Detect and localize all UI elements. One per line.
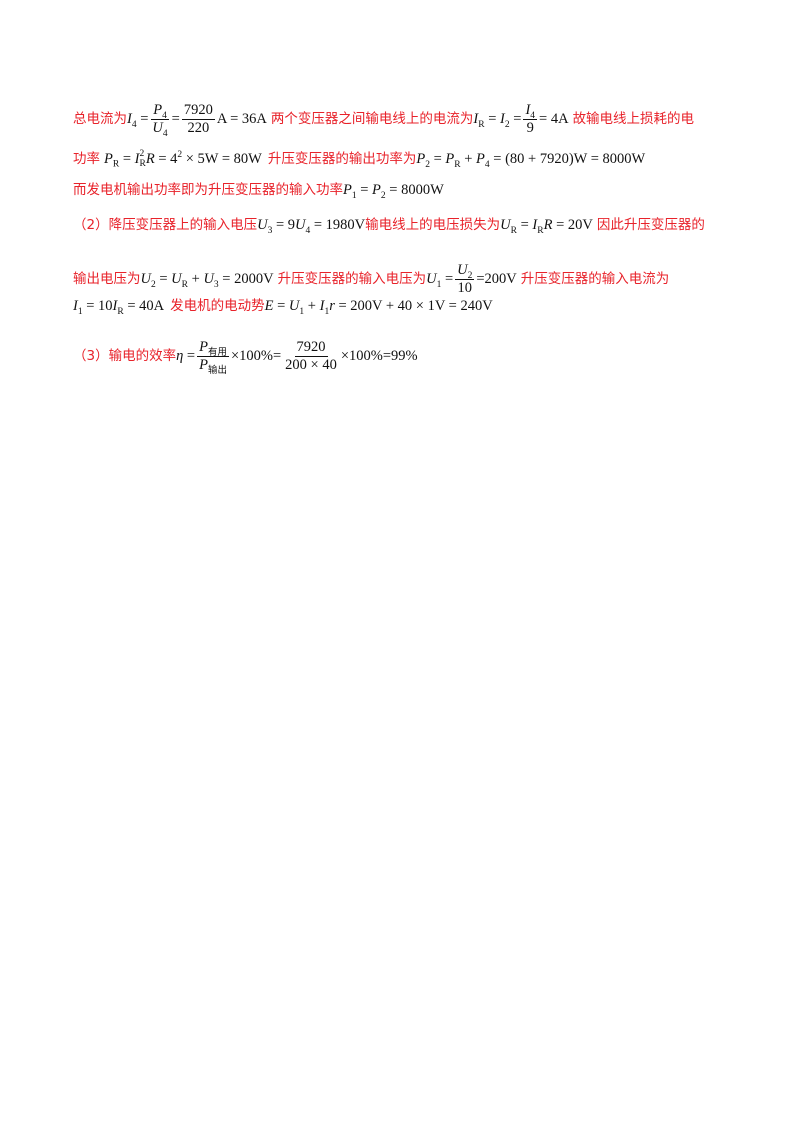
text-generator-output: 而发电机输出功率即为升压变压器的输入功率 [73, 181, 343, 198]
formula-p2: P2 = PR + P4 = (80 + 7920)W = 8000W [416, 151, 646, 171]
fraction-7920-over-200x40: 7920 200 × 40 [285, 339, 337, 374]
formula-u1: U1 = [426, 271, 454, 291]
formula-4a: = 4A [539, 111, 569, 128]
solution-line-6: I1 = 10IR = 40A 发电机的电动势 E = U1 + I1r = 2… [73, 297, 733, 317]
formula-p1: P1 = P2 = 8000W [343, 182, 444, 201]
text-line-current: 两个变压器之间输电线上的电流为 [270, 110, 474, 127]
solution-line-5: 输出电压为 U2 = UR + U3 = 2000V 升压变压器的输入电压为 U… [73, 262, 733, 297]
text-emf: 发电机的电动势 [170, 297, 265, 314]
solution-line-1: 总电流为 I4 = P4 U4 = 7920 220 A = 36A 两个变压器… [73, 102, 695, 140]
solution-line-3: 而发电机输出功率即为升压变压器的输入功率 P1 = P2 = 8000W [73, 181, 733, 201]
formula-ir-i2: IR = I2 = [473, 111, 522, 131]
solution-line-4: （2）降压变压器上的输入电压 U3 = 9U4 = 1980V 输电线上的电压损… [73, 216, 733, 236]
text-step-up-input-voltage: 升压变压器的输入电压为 [277, 270, 427, 287]
text-total-current: 总电流为 [73, 110, 127, 127]
fraction-useful-over-output: P有用 P输出 [197, 339, 229, 377]
formula-eta: η = [176, 348, 196, 365]
formula-36a: A = 36A [216, 111, 267, 128]
formula-200v: =200V [476, 271, 517, 288]
text-power: 功率 [73, 150, 100, 167]
text-power-loss: 故输电线上损耗的电 [572, 110, 695, 127]
text-voltage-loss: 输电线上的电压损失为 [365, 216, 501, 233]
text-step-up-output-power: 升压变压器的输出功率为 [267, 150, 417, 167]
fraction-p4-over-u4: P4 U4 [151, 102, 169, 140]
solution-line-7: （3）输电的效率 η = P有用 P输出 ×100%= 7920 200 × 4… [73, 339, 418, 377]
fraction-u2-over-10: U2 10 [455, 262, 475, 297]
formula-emf: E = U1 + I1r = 200V + 40 × 1V = 240V [264, 298, 493, 317]
text-therefore-step-up: 因此升压变压器的 [596, 216, 705, 233]
text-part-2-input-voltage: （2）降压变压器上的输入电压 [73, 216, 258, 233]
formula-i1: I1 = 10IR = 40A [73, 298, 165, 317]
text-step-up-input-current: 升压变压器的输入电流为 [520, 270, 670, 287]
formula-99-percent: ×100%=99% [340, 348, 418, 365]
formula-i4: I4 = [127, 111, 149, 131]
formula-u2: U2 = UR + U3 = 2000V [140, 271, 274, 291]
formula-u3: U3 = 9U4 = 1980V [257, 217, 366, 236]
formula-ur: UR = IRR = 20V [500, 217, 593, 236]
fraction-i4-over-9: I4 9 [523, 102, 538, 137]
text-output-voltage: 输出电压为 [73, 270, 141, 287]
text-part-3-efficiency: （3）输电的效率 [73, 347, 177, 364]
fraction-7920-over-220: 7920 220 [181, 102, 215, 137]
